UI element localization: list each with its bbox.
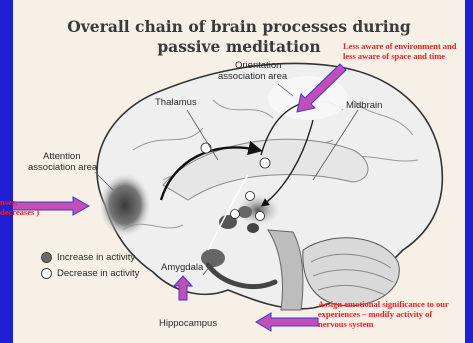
legend-increase-label: Increase in activity <box>57 252 135 263</box>
attention-label-line-2: association area <box>28 162 97 173</box>
legend-decrease-label: Decrease in activity <box>57 268 139 279</box>
legend-decrease: Decrease in activity <box>41 268 139 279</box>
left-annotation-line-2: decreases ) <box>0 208 39 218</box>
thalamus-label: Thalamus <box>155 97 197 108</box>
hippocampus-arrow <box>256 313 318 331</box>
decrease-swatch <box>41 268 52 279</box>
orientation-label-line-2: association area <box>218 71 287 82</box>
diagram-title-line-1: Overall chain of brain processes during <box>13 17 465 36</box>
attention-label-line-1: Attention <box>43 151 81 162</box>
increase-swatch <box>41 252 52 263</box>
emotion-annotation-line-3: nervous system <box>318 320 373 330</box>
hippocampus-label: Hippocampus <box>159 318 217 329</box>
orientation-label-line-1: Orientation <box>235 60 281 71</box>
awareness-annotation-line-2: less aware of space and time <box>343 52 445 62</box>
midbrain-label: Midbrain <box>346 100 382 111</box>
legend-increase: Increase in activity <box>41 252 135 263</box>
amygdala-label: Amygdala <box>161 262 203 273</box>
